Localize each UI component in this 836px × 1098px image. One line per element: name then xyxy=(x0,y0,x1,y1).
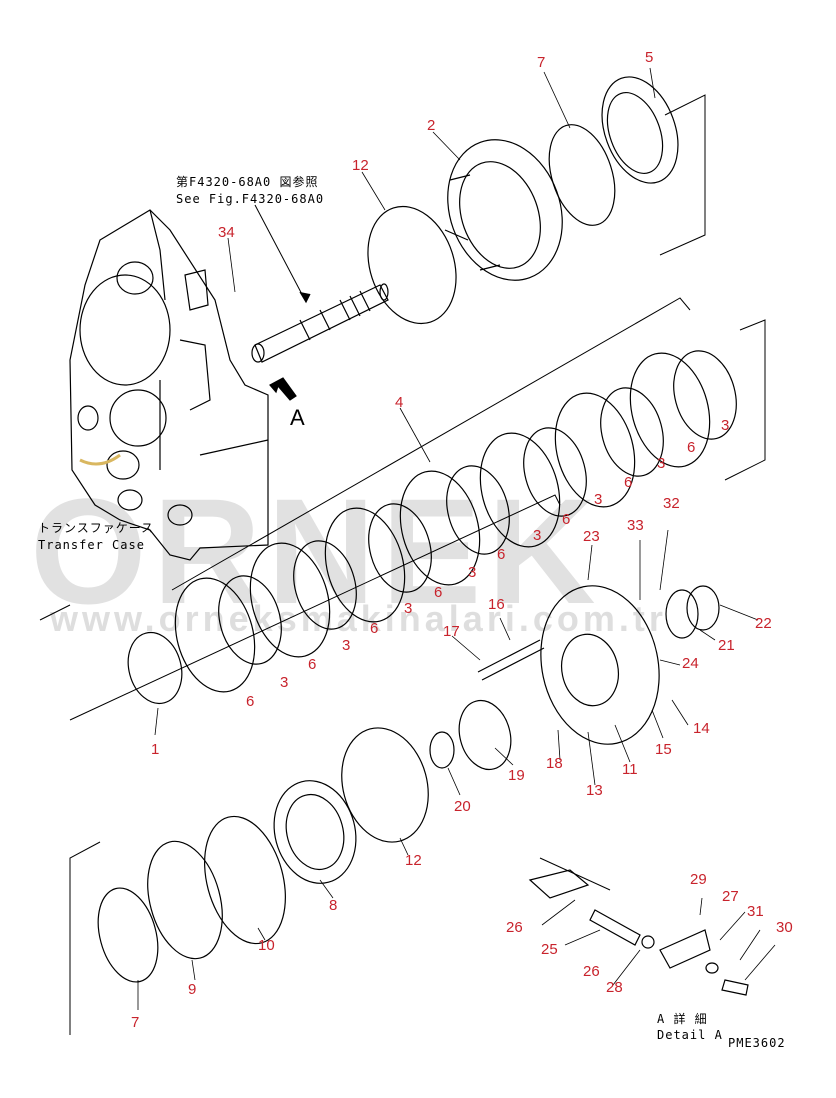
callout-21: 21 xyxy=(718,637,735,654)
callout-13: 13 xyxy=(586,782,603,799)
callout-3: 3 xyxy=(533,527,542,544)
callout-3: 3 xyxy=(594,491,603,508)
callout-18: 18 xyxy=(546,755,563,772)
callout-16: 16 xyxy=(488,596,505,613)
callout-6: 6 xyxy=(434,584,443,601)
detail-a-parts xyxy=(528,857,749,996)
callout-28: 28 xyxy=(606,979,623,996)
callout-6: 6 xyxy=(687,439,696,456)
callout-24: 24 xyxy=(682,655,699,672)
detail-label-en: Detail A xyxy=(657,1028,723,1042)
callout-26: 26 xyxy=(506,919,523,936)
callout-7: 7 xyxy=(537,54,546,71)
callout-17: 17 xyxy=(443,623,460,640)
callout-14: 14 xyxy=(693,720,710,737)
callout-27: 27 xyxy=(722,888,739,905)
callout-6: 6 xyxy=(246,693,255,710)
see-figure-note-jp: 第F4320-68A0 図参照 xyxy=(176,175,319,189)
transfer-case-housing xyxy=(69,209,269,561)
o-ring-top xyxy=(367,205,457,325)
callout-3: 3 xyxy=(342,637,351,654)
callout-6: 6 xyxy=(562,511,571,528)
main-shaft xyxy=(251,204,389,363)
callout-26: 26 xyxy=(583,963,600,980)
bracket-lower xyxy=(69,841,101,1035)
callout-3: 3 xyxy=(721,417,730,434)
callout-3: 3 xyxy=(404,600,413,617)
callout-6: 6 xyxy=(308,656,317,673)
callout-31: 31 xyxy=(747,903,764,920)
callout-25: 25 xyxy=(541,941,558,958)
callout-34: 34 xyxy=(218,224,235,241)
o-ring-bottom xyxy=(341,727,429,843)
piston-carrier xyxy=(540,585,660,745)
piston xyxy=(273,780,357,884)
callout-6: 6 xyxy=(370,620,379,637)
seal-ring xyxy=(665,589,699,639)
bracket-discs-top xyxy=(39,297,691,621)
seal-ring-outer xyxy=(686,585,720,631)
drawing-code: PME3602 xyxy=(728,1036,786,1050)
callout-12: 12 xyxy=(352,157,369,174)
callout-5: 5 xyxy=(645,49,654,66)
callout-10: 10 xyxy=(258,937,275,954)
end-plate xyxy=(601,76,679,184)
leader-lines xyxy=(137,67,776,1010)
bracket-discs-bottom xyxy=(69,319,766,721)
callout-20: 20 xyxy=(454,798,471,815)
callout-22: 22 xyxy=(755,615,772,632)
callout-8: 8 xyxy=(329,897,338,914)
ring-10 xyxy=(204,815,286,945)
oil-seal xyxy=(429,731,455,769)
callout-3: 3 xyxy=(280,674,289,691)
callout-11: 11 xyxy=(622,761,638,778)
callout-6: 6 xyxy=(624,474,633,491)
callout-32: 32 xyxy=(663,495,680,512)
callout-30: 30 xyxy=(776,919,793,936)
ring-9 xyxy=(147,840,223,960)
callout-9: 9 xyxy=(188,981,197,998)
callout-29: 29 xyxy=(690,871,707,888)
callout-12: 12 xyxy=(405,852,422,869)
transfer-case-label-jp: トランスファケース xyxy=(38,521,155,535)
callout-3: 3 xyxy=(468,564,477,581)
callout-6: 6 xyxy=(497,546,506,563)
bearing xyxy=(458,699,512,771)
callout-15: 15 xyxy=(655,741,672,758)
callout-2: 2 xyxy=(427,117,436,134)
snap-ring-bottom xyxy=(97,887,159,983)
clutch-housing xyxy=(444,139,563,281)
view-arrow-label: A xyxy=(290,405,305,430)
detail-label-jp: A 詳 細 xyxy=(657,1012,708,1026)
callout-4: 4 xyxy=(395,394,404,411)
view-arrow xyxy=(269,377,297,401)
snap-ring-top xyxy=(548,124,616,226)
callout-3: 3 xyxy=(657,455,666,472)
spring xyxy=(477,639,545,681)
bracket-top xyxy=(659,94,706,256)
callout-33: 33 xyxy=(627,517,644,534)
transfer-case-label-en: Transfer Case xyxy=(38,538,145,552)
callout-7: 7 xyxy=(131,1014,140,1031)
clutch-disc-stack xyxy=(127,350,737,705)
callout-23: 23 xyxy=(583,528,600,545)
see-figure-note-en: See Fig.F4320-68A0 xyxy=(176,192,325,206)
callout-19: 19 xyxy=(508,767,525,784)
callout-1: 1 xyxy=(151,741,160,758)
